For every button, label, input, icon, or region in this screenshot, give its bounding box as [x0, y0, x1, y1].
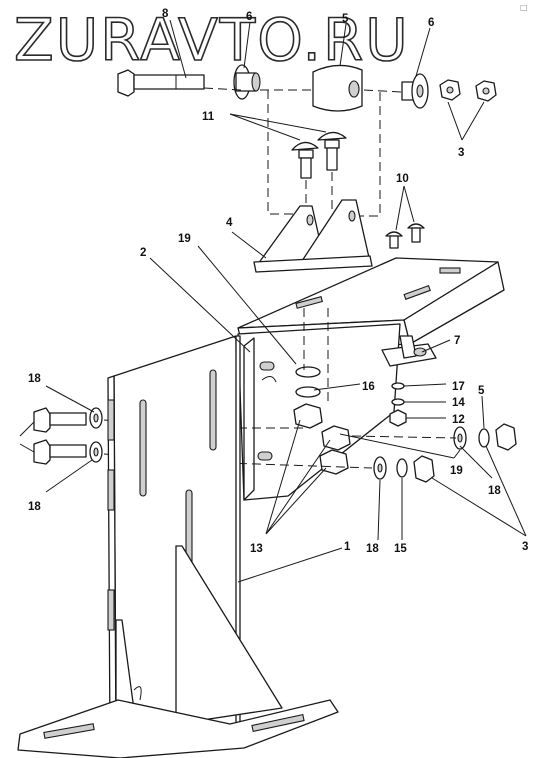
washer-18-left — [89, 407, 103, 463]
label-4: 4 — [226, 217, 233, 229]
label-12: 12 — [452, 414, 465, 426]
washer-16 — [295, 366, 321, 398]
label-8: 8 — [162, 8, 169, 20]
bushing-6-left — [233, 64, 261, 100]
axle-bolt-8 — [117, 69, 205, 97]
part-labels: 8 6 5 6 11 3 10 4 19 2 7 18 16 17 5 14 1… — [28, 8, 528, 555]
label-15: 15 — [394, 543, 407, 555]
nut-3b — [475, 80, 497, 102]
leader-lines — [19, 19, 527, 583]
label-17: 17 — [452, 381, 465, 393]
label-18-lower-left: 18 — [28, 501, 41, 513]
label-19-top: 19 — [178, 233, 191, 245]
triangle-bracket-4 — [253, 199, 373, 273]
label-11: 11 — [202, 111, 215, 123]
lock-washer-5 — [478, 428, 490, 448]
label-16: 16 — [362, 381, 375, 393]
label-5-top: 5 — [342, 13, 349, 25]
label-6-right: 6 — [428, 17, 434, 29]
label-18-upper-left: 18 — [28, 373, 41, 385]
spacer-5 — [312, 64, 363, 112]
label-5-right: 5 — [478, 385, 485, 397]
hex-bolt-left-lower — [33, 439, 87, 465]
carriage-bolt-11b — [317, 131, 347, 171]
hex-bolt-left-upper — [33, 407, 87, 433]
label-7: 7 — [454, 335, 460, 347]
lock-washer-15 — [396, 458, 408, 478]
bolt-10a — [385, 231, 403, 249]
small-washers-17-14-12 — [389, 382, 407, 427]
bushing-6-right — [401, 73, 429, 109]
nut-3a — [439, 79, 461, 101]
nut-3-right — [495, 423, 517, 451]
watermark-text: ZURAVTO.RU — [14, 6, 410, 74]
carriage-bolt-11a — [291, 141, 319, 179]
washer-19 — [453, 426, 467, 450]
label-13: 13 — [250, 543, 263, 555]
label-3-top: 3 — [458, 147, 464, 159]
nut-13 — [293, 403, 351, 475]
nut-3-lower — [413, 455, 435, 483]
label-2: 2 — [140, 247, 146, 259]
label-18-bottom: 18 — [366, 543, 379, 555]
corner-mark: □ — [520, 3, 528, 12]
label-6-left: 6 — [246, 11, 252, 23]
label-1: 1 — [344, 541, 351, 553]
label-14: 14 — [452, 397, 465, 409]
label-10: 10 — [396, 173, 409, 185]
bolt-10b — [407, 223, 425, 243]
label-19-right: 19 — [450, 465, 463, 477]
washer-18-right — [373, 456, 387, 480]
bracket-7 — [381, 335, 437, 367]
label-18-right: 18 — [488, 485, 501, 497]
base-stand-1 — [17, 335, 339, 758]
label-3-right: 3 — [522, 541, 528, 553]
